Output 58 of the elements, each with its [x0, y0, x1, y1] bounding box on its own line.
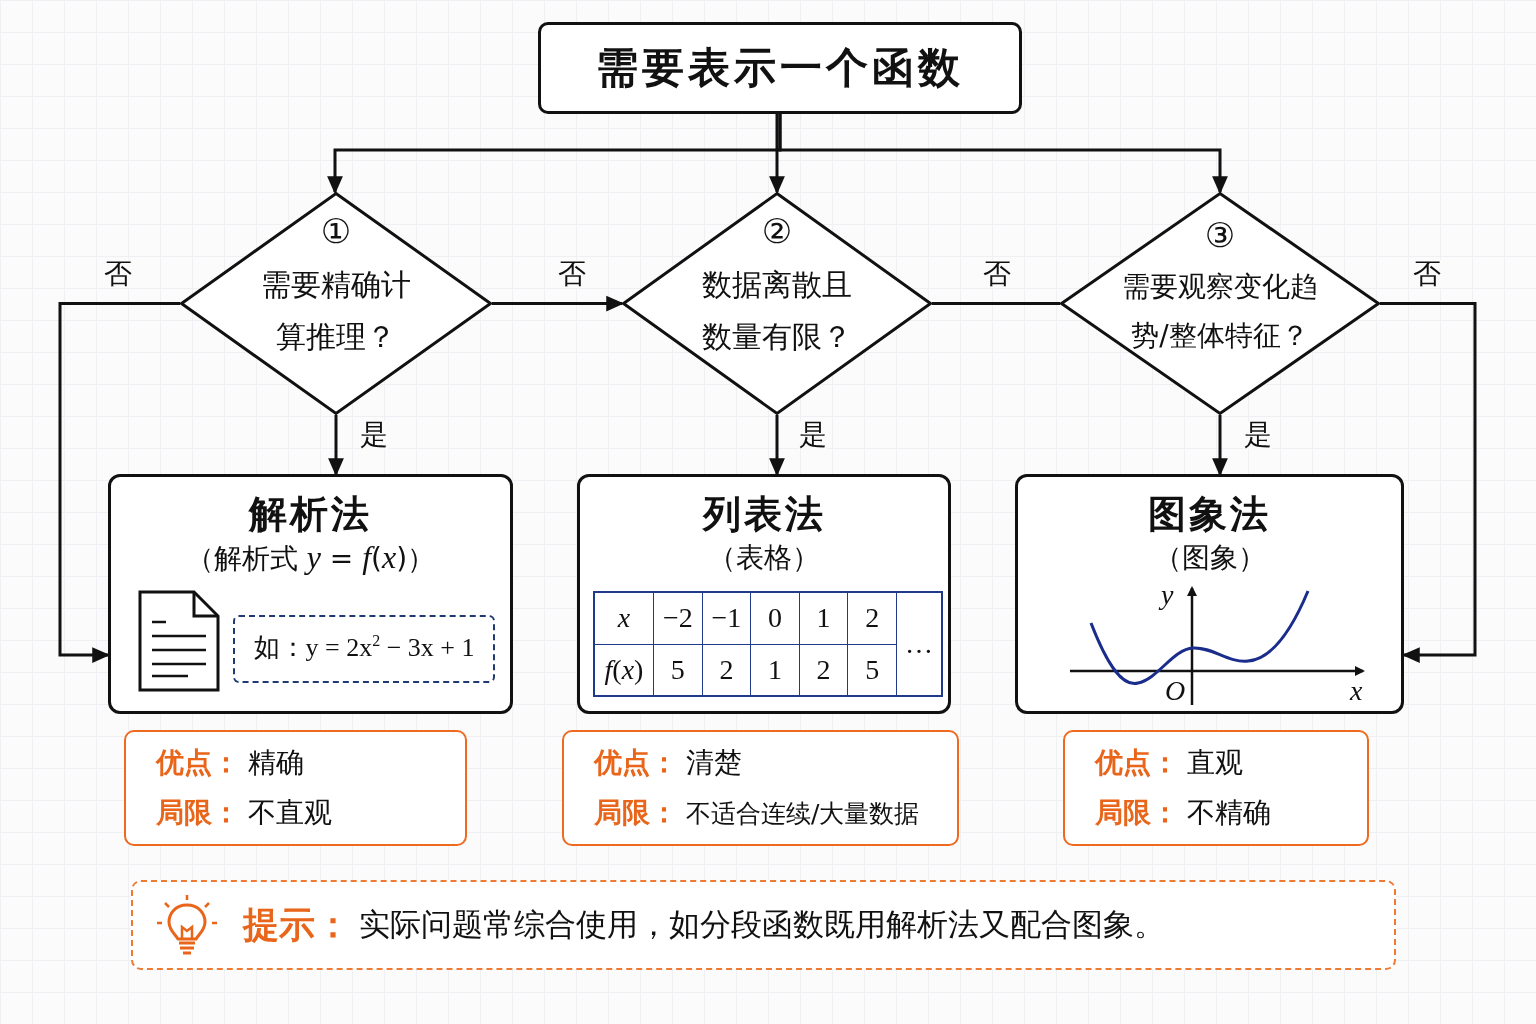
- method-title: 解析法: [249, 491, 372, 538]
- step-number: ①: [320, 213, 352, 251]
- start-box: 需要表示一个函数: [538, 22, 1022, 114]
- advantage-text: 精确: [248, 745, 305, 781]
- advantage-text: 直观: [1187, 745, 1244, 781]
- axis-label: x: [1350, 677, 1363, 705]
- step-number: ②: [761, 213, 793, 251]
- table-cell: −2: [653, 592, 703, 644]
- limitation-text: 不精确: [1187, 795, 1272, 831]
- edge-label: 是: [1244, 421, 1272, 449]
- question-text: 需要精确计算推理？: [261, 265, 411, 357]
- method-subtitle: （图象）: [1153, 540, 1266, 576]
- table-cell: 0: [750, 592, 800, 644]
- step-number: ③: [1204, 216, 1236, 255]
- method-title: 列表法: [702, 491, 826, 538]
- advantage-label: 优点：: [594, 745, 678, 781]
- arrow: [778, 114, 1228, 195]
- arrow: [1380, 302, 1477, 663]
- method-box: [108, 474, 513, 714]
- advantage-text: 清楚: [686, 745, 743, 781]
- decision-diamond: [622, 192, 932, 415]
- table-cell: x: [594, 592, 654, 644]
- decision-diamond: [1060, 192, 1380, 415]
- edge-label: 是: [799, 421, 827, 449]
- limitation-label: 局限：: [156, 795, 240, 831]
- method-box: [577, 474, 951, 714]
- method-subtitle: （解析式 y = f(x)）: [185, 539, 436, 577]
- limitation-label: 局限：: [594, 795, 678, 831]
- formula-box: 如：y = 2x$^{2}$ − 3x + 1: [233, 615, 495, 683]
- limitation-text: 不适合连续/大量数据: [686, 797, 921, 830]
- arrow: [769, 114, 785, 195]
- edge-label: 是: [360, 421, 388, 449]
- pros-cons-box: [562, 730, 959, 846]
- limitation-text: 不直观: [248, 795, 333, 831]
- tip-label: 提示：: [243, 902, 351, 947]
- table-cell: 1: [799, 592, 848, 644]
- method-subtitle: （表格）: [708, 540, 820, 576]
- arrow: [58, 302, 180, 663]
- axis-label: O: [1165, 677, 1186, 705]
- edge-label: 否: [983, 260, 1011, 288]
- limitation-label: 局限：: [1095, 795, 1179, 831]
- advantage-label: 优点：: [1095, 745, 1179, 781]
- arrow: [492, 295, 625, 312]
- decision-diamond: [180, 192, 492, 415]
- edge-label: 否: [104, 260, 132, 288]
- edge-label: 否: [1413, 260, 1441, 288]
- pros-cons-box: [124, 730, 467, 846]
- tip-box: [131, 880, 1396, 970]
- advantage-label: 优点：: [156, 745, 240, 781]
- method-box: [1015, 474, 1404, 714]
- table-cell: 2: [847, 592, 897, 644]
- tip-text: 实际问题常综合使用，如分段函数既用解析法又配合图象。: [359, 905, 1165, 944]
- question-text: 需要观察变化趋势/整体特征？: [1121, 269, 1319, 355]
- method-title: 图象法: [1148, 491, 1271, 538]
- table-cell: −1: [702, 592, 751, 644]
- edge-label: 否: [558, 260, 586, 288]
- question-text: 数据离散且数量有限？: [702, 265, 852, 357]
- pros-cons-box: [1063, 730, 1369, 846]
